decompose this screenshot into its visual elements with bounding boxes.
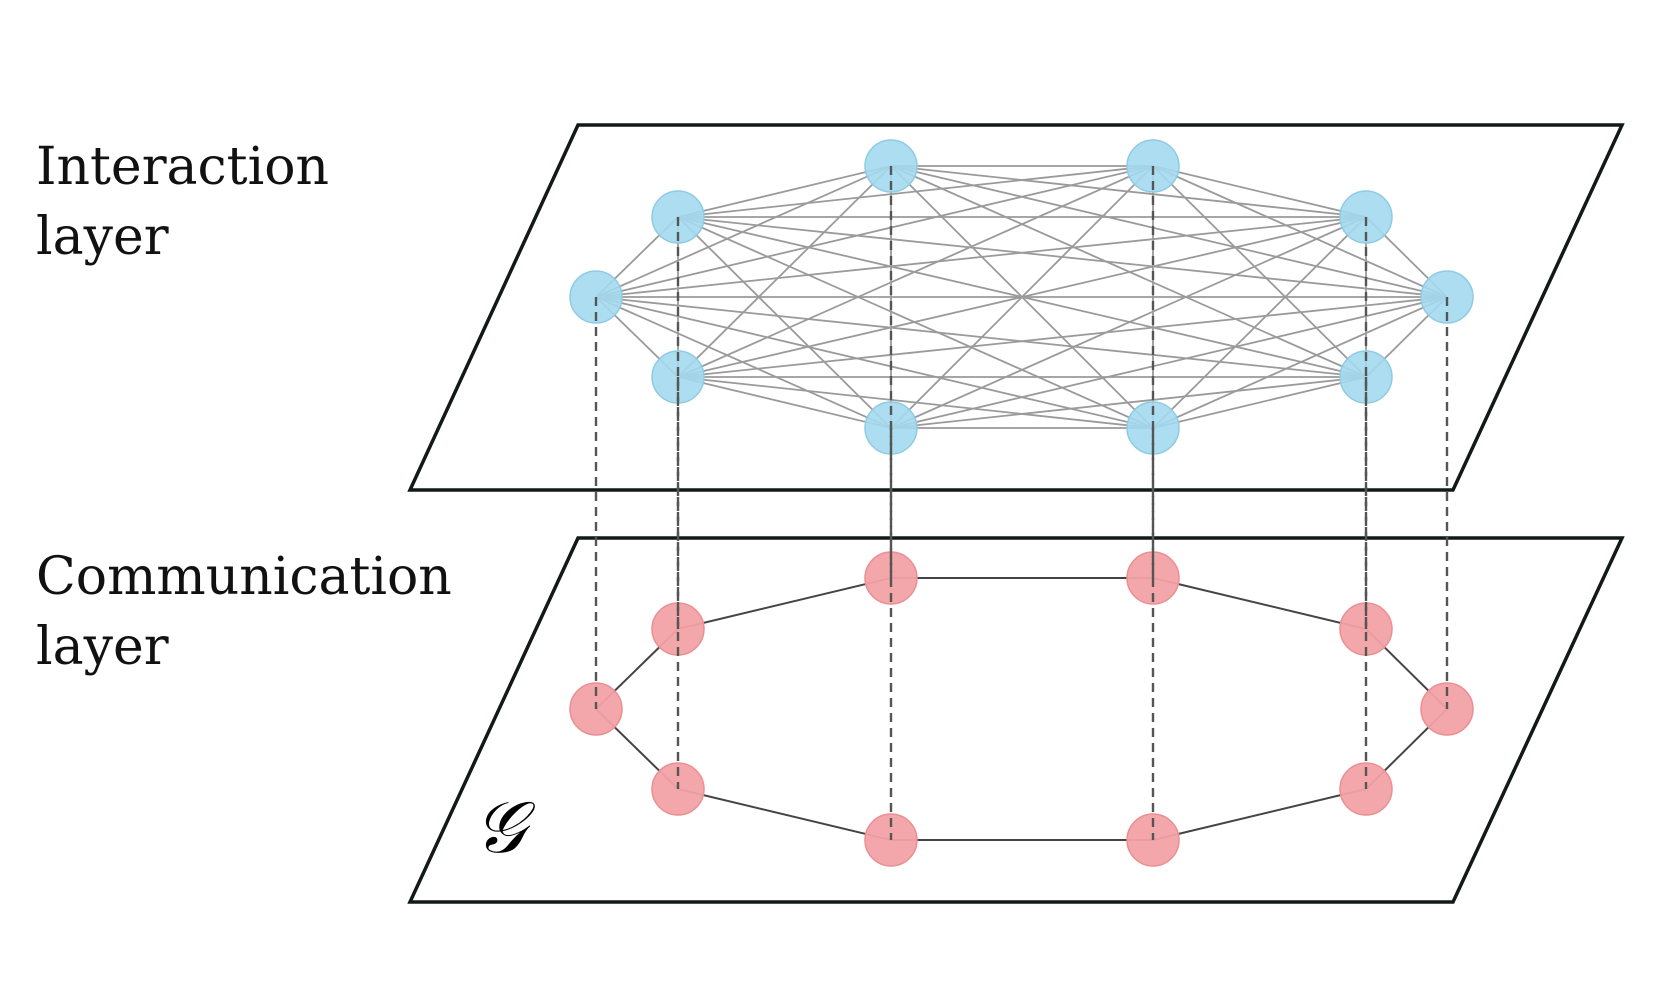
interaction-edge — [595, 165, 1154, 298]
interaction-edge — [677, 296, 1448, 378]
interaction-edge — [890, 296, 1448, 429]
interaction-edge — [1152, 165, 1367, 378]
interaction-edge — [677, 165, 892, 378]
communication-plane — [407, 536, 1625, 904]
interaction-layer-label: Interaction layer — [36, 132, 329, 272]
communication-nodes — [569, 551, 1474, 867]
interaction-edge — [677, 165, 892, 218]
interaction-edge — [677, 216, 892, 429]
communication-edges — [595, 577, 1448, 841]
interaction-edge — [890, 165, 1448, 298]
interaction-edge — [890, 216, 1367, 429]
interaction-edge — [890, 376, 1367, 429]
communication-edge — [677, 788, 892, 841]
communication-label-line-1: Communication — [36, 547, 452, 607]
graph-symbol: 𝒢 — [474, 785, 536, 869]
interaction-edge — [677, 216, 1367, 378]
interaction-edge — [1152, 216, 1367, 429]
interaction-edge — [595, 296, 1154, 429]
interaction-label-line-1: Interaction — [36, 137, 330, 197]
interaction-edge — [1152, 165, 1367, 218]
communication-edge — [677, 577, 892, 630]
interaction-plane — [407, 123, 1625, 492]
interaction-edge — [1152, 376, 1367, 429]
interaction-edge — [677, 376, 892, 429]
communication-layer-label: Communication layer — [36, 542, 452, 682]
interaction-edge — [677, 165, 1154, 378]
interaction-edges — [595, 165, 1448, 429]
planes — [407, 123, 1625, 904]
communication-label-line-2: layer — [36, 617, 169, 677]
interaction-edge — [677, 376, 1154, 429]
communication-edge — [1152, 577, 1367, 630]
inter-layer-links — [594, 166, 1449, 840]
interaction-label-line-2: layer — [36, 207, 169, 267]
communication-edge — [1152, 788, 1367, 841]
interaction-edge — [1152, 296, 1448, 429]
